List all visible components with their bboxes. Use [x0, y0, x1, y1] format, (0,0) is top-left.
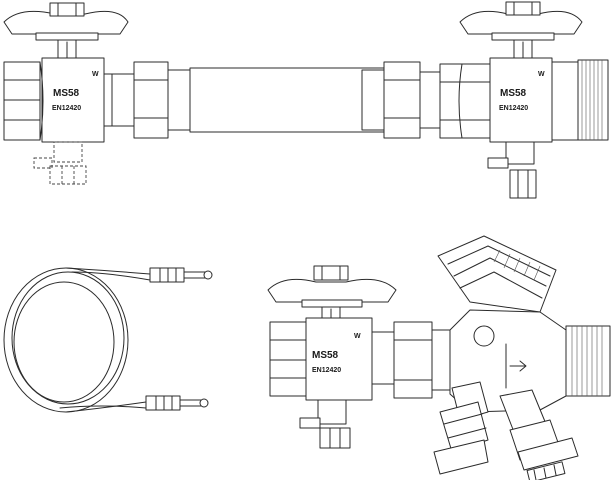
standard-mark-bottom: EN12420: [312, 367, 341, 374]
material-mark-right: MS58: [500, 88, 527, 99]
butterfly-handle-left: [3, 2, 129, 61]
hose-connector-lower: [145, 395, 209, 411]
hex-nut-right-inlet: [439, 63, 491, 139]
measuring-hose: [3, 267, 213, 413]
w-mark-right: W: [538, 71, 545, 78]
valve-body-bottom: [305, 317, 373, 401]
angled-bonnet: [437, 235, 557, 313]
pipe-connection: [133, 61, 441, 139]
w-mark-left: W: [92, 71, 99, 78]
material-mark-bottom: MS58: [312, 350, 339, 361]
union-nut-right: [361, 61, 441, 139]
hose-connector-upper: [149, 267, 213, 283]
valve-body-right: [489, 57, 553, 143]
butterfly-handle-right: [459, 1, 583, 61]
material-mark-left: MS58: [53, 88, 80, 99]
flow-arrow-icon: [509, 360, 527, 372]
left-ball-valve: MS58 EN12420 W: [3, 2, 135, 185]
drain-valve-bottom: [299, 399, 351, 449]
pipe-section: [189, 67, 385, 133]
butterfly-handle-bottom: [267, 265, 397, 326]
measuring-branch-right: [499, 389, 579, 480]
valve-body-left: [41, 57, 105, 143]
test-point-cap: [473, 325, 495, 347]
top-assembly: MS58 EN12420 W: [3, 1, 609, 199]
hex-nut-bottom-inlet: [269, 321, 310, 397]
measuring-branch-left: [433, 381, 489, 475]
drain-valve-right: [487, 141, 537, 199]
w-mark-bottom: W: [354, 333, 361, 340]
union-nut-bottom: [393, 321, 451, 399]
bottom-assembly: MS58 EN12420 W: [267, 235, 611, 480]
right-ball-valve: MS58 EN12420 W: [439, 1, 609, 199]
male-thread-bottom: [565, 325, 611, 397]
standard-mark-left: EN12420: [52, 105, 81, 112]
hex-nut-left-inlet: [3, 61, 44, 141]
bottom-ball-valve: MS58 EN12420 W: [267, 265, 397, 449]
balancing-valve: [433, 235, 611, 480]
union-nut-left: [133, 61, 191, 139]
standard-mark-right: EN12420: [499, 105, 528, 112]
drain-valve-dashed: [33, 141, 87, 185]
male-thread-right: [551, 59, 609, 141]
